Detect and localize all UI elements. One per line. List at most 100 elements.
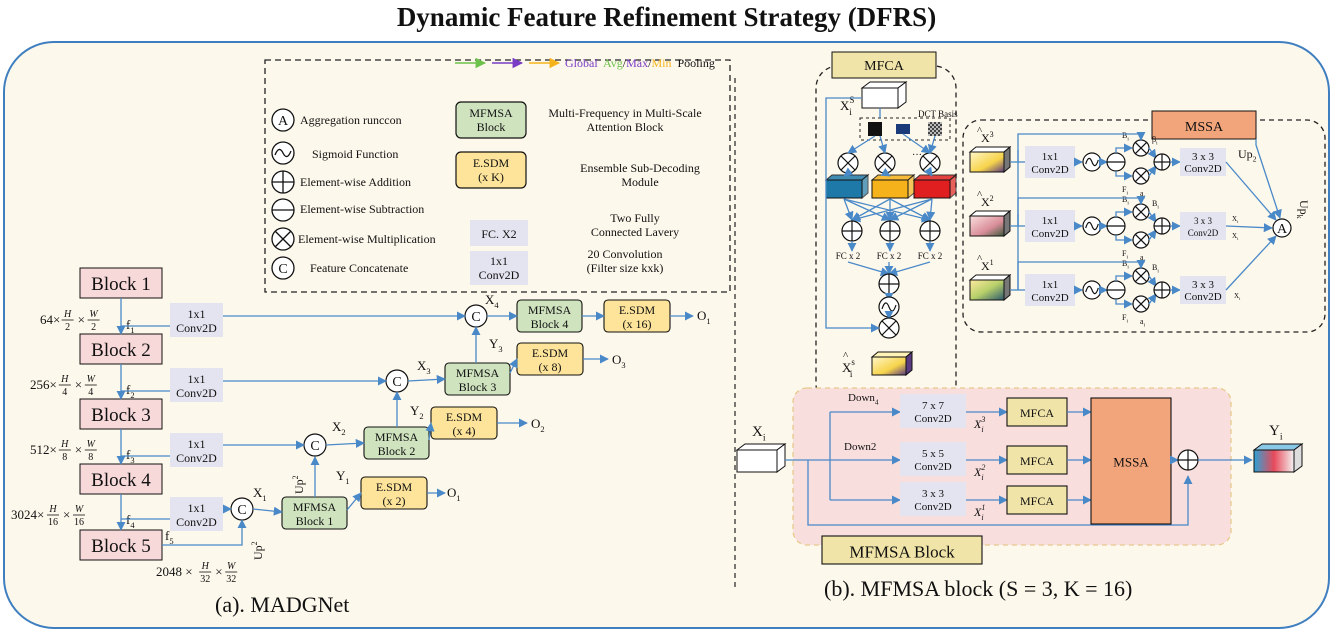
mssa-up2-line	[1225, 161, 1277, 221]
down2-label: Down2	[844, 441, 876, 453]
svg-text:×: ×	[75, 442, 82, 457]
mssa-x-small-2: Xi	[1232, 232, 1239, 241]
svg-text:×: ×	[78, 312, 85, 327]
y-label-2: Y2	[410, 403, 424, 421]
svg-text:Block 4: Block 4	[531, 317, 569, 331]
svg-text:×: ×	[215, 564, 222, 579]
mssa-add-icon-1	[1153, 153, 1171, 171]
svg-text:1x1: 1x1	[1042, 151, 1059, 163]
svg-text:MSSA: MSSA	[1185, 120, 1224, 135]
esdm-box-2: E.SDM(x 4)	[430, 406, 498, 440]
svg-text:(x K): (x K)	[478, 170, 504, 184]
svg-text:E.SDM: E.SDM	[532, 346, 569, 360]
svg-text:Conv2D: Conv2D	[1184, 291, 1221, 303]
svg-text:(x 2): (x 2)	[383, 494, 406, 508]
connector-line	[847, 261, 890, 277]
svg-text:FC. X2: FC. X2	[481, 227, 516, 241]
svg-text:MFMSA: MFMSA	[456, 366, 500, 380]
svg-text:E.SDM: E.SDM	[473, 156, 510, 170]
mfca-mult-icon-2	[874, 152, 896, 174]
svg-text:(x 4): (x 4)	[453, 424, 476, 438]
pool-avg: Avg	[603, 56, 623, 70]
connector-line	[1147, 211, 1157, 223]
svg-text:W: W	[87, 439, 97, 450]
pool-suffix: Pooling	[678, 56, 715, 70]
legend-mfmsa-desc: Multi-Frequency in Multi-Scale	[548, 106, 701, 120]
svg-text:Conv2D: Conv2D	[176, 321, 217, 335]
f-label-1: f1	[126, 317, 135, 335]
connector-line	[407, 374, 446, 384]
legend-addition-icon	[271, 170, 295, 194]
encoder-block-4: Block 4	[79, 463, 163, 495]
legend-multiplication-icon	[271, 227, 295, 251]
legend-conv-desc: 20 Convolution	[587, 247, 662, 261]
connector-line	[927, 135, 937, 154]
block-output-label: Yi	[1269, 423, 1283, 443]
legend-fc-box	[470, 220, 528, 246]
legend-esdm-desc: Ensemble Sub-Decoding	[580, 161, 700, 175]
block-input-label: Xi	[752, 424, 766, 444]
legend-mfmsa-box	[455, 101, 527, 139]
svg-text:Block: Block	[477, 120, 506, 134]
svg-text:E.SDM: E.SDM	[446, 410, 483, 424]
connector-line	[1147, 293, 1157, 305]
mfca-freq-tensor-2	[870, 173, 916, 200]
feature-dim-2: 256×H4×W4	[30, 374, 97, 398]
x-label-1: X1	[253, 485, 267, 503]
svg-text:Module: Module	[621, 175, 658, 189]
dct-basis-label: DCT Basis	[918, 109, 958, 119]
down4-label: Down4	[848, 392, 879, 406]
svg-text:^: ^	[977, 189, 983, 201]
svg-text:H: H	[60, 374, 69, 385]
svg-text:(Filter size kxk): (Filter size kxk)	[587, 261, 664, 275]
mssa-x-label-3: X1	[981, 258, 994, 273]
concat-op-icon-4: C	[464, 304, 488, 328]
mssa-up2-label: Up2	[1238, 147, 1257, 164]
svg-text:8: 8	[88, 452, 93, 463]
mfca-title-box	[831, 51, 937, 79]
mssa-f-label-1: Fi	[1122, 185, 1128, 196]
connector-line	[1147, 229, 1157, 241]
encoder-block-5: Block 5	[79, 529, 163, 561]
connector-line	[1115, 299, 1133, 309]
svg-text:E.SDM: E.SDM	[619, 303, 656, 317]
mssa-sub-icon-3	[1106, 280, 1126, 300]
mssa-sigmoid-icon-2	[1082, 216, 1102, 236]
svg-text:^: ^	[977, 253, 983, 265]
svg-text:Block 3: Block 3	[91, 405, 151, 426]
svg-text:Conv2D: Conv2D	[1188, 228, 1219, 238]
feature-dim-1: 64×H2×W2	[40, 309, 100, 333]
svg-text:(x 16): (x 16)	[623, 317, 652, 331]
encoder-block-1: Block 1	[79, 267, 163, 299]
connector-line	[843, 167, 854, 177]
svg-text:E.SDM: E.SDM	[376, 480, 413, 494]
connector-line	[1115, 207, 1133, 217]
connector-line	[926, 198, 936, 221]
mssa-mult-bottom-2	[1132, 231, 1150, 249]
pool-min: Min	[651, 56, 671, 70]
svg-text:Block 1: Block 1	[296, 514, 334, 528]
block-mfca-1: MFCA	[1006, 397, 1068, 427]
f5-line	[162, 519, 247, 546]
svg-text:Conv2D: Conv2D	[1184, 163, 1221, 175]
legend-fc-desc: Two Fully	[610, 211, 660, 225]
svg-text:A: A	[278, 114, 289, 129]
mssa-add-icon-2	[1153, 217, 1171, 235]
connector-line	[880, 167, 891, 177]
svg-text:2: 2	[91, 322, 96, 333]
pool-global: Global	[565, 56, 598, 70]
svg-text:16: 16	[74, 517, 84, 528]
svg-text:H: H	[60, 439, 69, 450]
connector-line	[1017, 131, 1146, 162]
svg-text:3 x 3: 3 x 3	[1192, 151, 1215, 163]
legend-concat-icon: C	[271, 256, 295, 280]
mfca-add-icon-3	[919, 220, 941, 242]
svg-text:W: W	[87, 374, 97, 385]
